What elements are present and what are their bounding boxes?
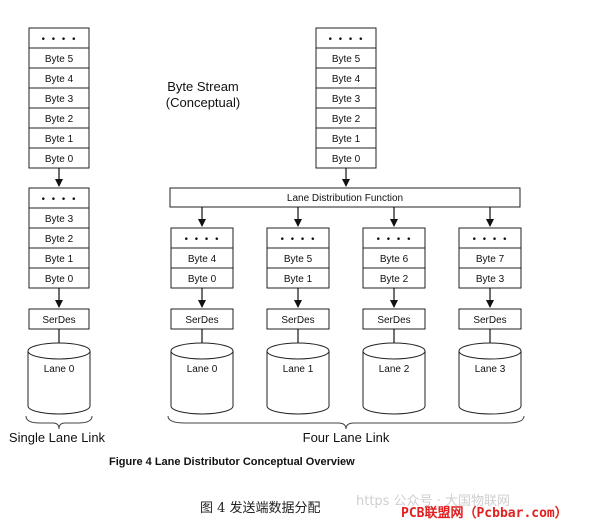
four-stream-label-1: Byte 5	[332, 54, 361, 65]
lane-3-byte-1: Byte 3	[476, 274, 505, 285]
single-lane-cylinder: Lane 0	[27, 342, 91, 415]
lane-0-byte-0: Byte 4	[188, 254, 217, 265]
single-lane-brace	[25, 415, 93, 430]
lane-2-byte-0: Byte 6	[380, 254, 409, 265]
single-stream-label-6: Byte 0	[45, 154, 74, 165]
lane-2-label: Lane 2	[379, 364, 410, 375]
lane-0-dots: • • • •	[184, 235, 221, 245]
four-stream-label-0: • • • •	[328, 35, 365, 45]
lane-1-cylinder-top	[266, 342, 330, 360]
lane-3-label: Lane 3	[475, 364, 506, 375]
four-lane-caption: Four Lane Link	[303, 430, 390, 445]
single-lane-label: Lane 0	[44, 364, 75, 375]
single-lane-label-4: Byte 0	[45, 274, 74, 285]
lane-3-byte-0: Byte 7	[476, 254, 505, 265]
single-lane-label-0: • • • •	[41, 195, 78, 205]
lane-0-cylinder-top	[170, 342, 234, 360]
four-stream-label-5: Byte 1	[332, 134, 361, 145]
single-lane-byte-stack: • • • • Byte 3 Byte 2 Byte 1 Byte 0	[28, 187, 90, 289]
lane-0-byte-1: Byte 0	[188, 274, 217, 285]
cn-caption: 图 4 发送端数据分配	[200, 500, 321, 516]
lane-2-serdes: SerDes	[377, 315, 410, 326]
single-lane-cylinder-top	[27, 342, 91, 360]
single-stream-label-1: Byte 5	[45, 54, 74, 65]
single-lane-caption: Single Lane Link	[9, 430, 106, 445]
lane-2-cylinder-body	[362, 351, 426, 415]
lane-distribution-function-label: Lane Distribution Function	[287, 193, 403, 204]
lane-distribution-function-box	[169, 187, 521, 208]
lane-1-label: Lane 1	[283, 364, 314, 375]
single-stream-label-3: Byte 3	[45, 94, 74, 105]
lane-3-serdes: SerDes	[473, 315, 506, 326]
lane-0-serdes: SerDes	[185, 315, 218, 326]
lane-0-label: Lane 0	[187, 364, 218, 375]
watermark: https 公众号 · 大国物联网	[356, 494, 510, 509]
byte-stream-label-line2: (Conceptual)	[166, 95, 240, 110]
four-lane-1: • • • • Byte 5 Byte 1 SerDes Lane 1	[266, 207, 330, 415]
single-lane-label-3: Byte 1	[45, 254, 74, 265]
lane-1-dots: • • • •	[280, 235, 317, 245]
brand-text: PCB联盟网（Pcbbar.com）	[401, 505, 568, 521]
four-lane-3: • • • • Byte 7 Byte 3 SerDes Lane 3	[458, 207, 522, 415]
four-lane-2: • • • • Byte 6 Byte 2 SerDes Lane 2	[362, 207, 426, 415]
lane-1-byte-0: Byte 5	[284, 254, 313, 265]
lane-1-serdes: SerDes	[281, 315, 314, 326]
lane-2-cylinder-top	[362, 342, 426, 360]
single-stream-label-0: • • • •	[41, 35, 78, 45]
single-stream-label-4: Byte 2	[45, 114, 74, 125]
four-stream-label-3: Byte 3	[332, 94, 361, 105]
four-stream-label-2: Byte 4	[332, 74, 361, 85]
lane-3-dots: • • • •	[472, 235, 509, 245]
lane-2-dots: • • • •	[376, 235, 413, 245]
lane-1-byte-1: Byte 1	[284, 274, 313, 285]
single-lane-stream-stack: • • • • Byte 5 Byte 4 Byte 3 Byte 2 Byte…	[28, 27, 90, 169]
single-lane-label-2: Byte 2	[45, 234, 74, 245]
four-stream-label-6: Byte 0	[332, 154, 361, 165]
four-lane-0: • • • • Byte 4 Byte 0 SerDes Lane 0	[170, 207, 234, 415]
four-stream-label-4: Byte 2	[332, 114, 361, 125]
four-lane-brace	[167, 415, 525, 430]
single-stream-label-2: Byte 4	[45, 74, 74, 85]
figure-caption: Figure 4 Lane Distributor Conceptual Ove…	[109, 456, 355, 468]
single-serdes-label: SerDes	[42, 315, 75, 326]
single-stream-label-5: Byte 1	[45, 134, 74, 145]
byte-stream-label-line1: Byte Stream	[167, 79, 239, 94]
lane-2-byte-1: Byte 2	[380, 274, 409, 285]
lane-3-cylinder-top	[458, 342, 522, 360]
single-lane-cylinder-body	[27, 351, 91, 415]
lane-0-cylinder-body	[170, 351, 234, 415]
single-lane-label-1: Byte 3	[45, 214, 74, 225]
lane-1-cylinder-body	[266, 351, 330, 415]
four-lane-stream-stack: • • • • Byte 5 Byte 4 Byte 3 Byte 2 Byte…	[315, 27, 377, 169]
lane-3-cylinder-body	[458, 351, 522, 415]
